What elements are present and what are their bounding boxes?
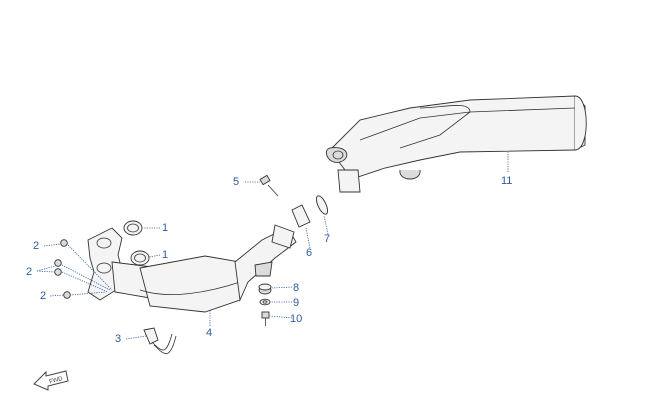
callout-11[interactable]: 11 [501,175,512,187]
washer [259,298,271,306]
flange-nuts [54,239,71,299]
callout-6[interactable]: 6 [306,247,312,259]
callout-4[interactable]: 4 [206,327,212,339]
callout-1-upper[interactable]: 1 [162,222,168,234]
seal-ring [315,195,329,215]
callout-2-middle[interactable]: 2 [26,266,32,278]
exhaust-header [87,224,297,313]
muffler [326,95,587,193]
callout-2-top[interactable]: 2 [33,240,39,252]
forward-label: FWD [49,376,64,386]
callout-9[interactable]: 9 [293,297,299,309]
mount-bolt [261,311,270,326]
callout-8[interactable]: 8 [293,282,299,294]
leader-lines [36,152,509,340]
gasket-lower [130,250,150,266]
callout-3[interactable]: 3 [115,333,121,345]
bolt-upper [259,174,279,197]
oxygen-sensor [143,327,177,355]
callout-5[interactable]: 5 [233,176,239,188]
pipe-sleeve [291,204,311,228]
callout-labels: 1 1 2 2 2 3 4 5 6 7 8 9 10 11 [26,175,512,345]
rubber-mount [258,283,272,295]
gasket-upper [123,220,143,236]
forward-arrow-icon: FWD [33,370,69,391]
callout-1-lower[interactable]: 1 [162,249,168,261]
callout-2-bottom[interactable]: 2 [40,290,46,302]
callout-10[interactable]: 10 [290,313,302,325]
callout-7[interactable]: 7 [324,233,330,245]
